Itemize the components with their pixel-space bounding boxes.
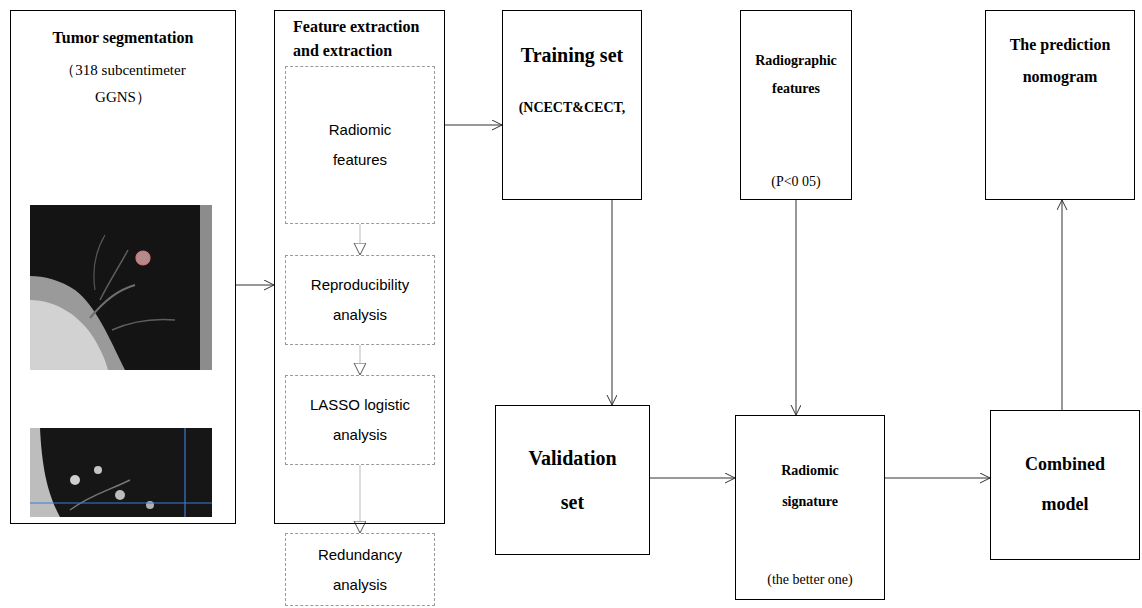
step-box: Radiomic features	[285, 66, 435, 224]
box-note: (P<0 05)	[771, 171, 821, 193]
box-heading: Validation set	[518, 436, 628, 524]
box-heading: Reproducibility analysis	[304, 270, 416, 330]
box-heading: Tumor segmentation	[53, 25, 194, 51]
ct-coronal-image	[30, 428, 212, 517]
box-note: (the better one)	[767, 569, 853, 591]
flow-arrow	[612, 200, 613, 405]
ct-axial-image	[30, 205, 212, 370]
box-heading: The prediction nomogram	[1000, 29, 1120, 93]
flow-arrow	[360, 224, 361, 255]
flow-arrow	[445, 125, 502, 126]
flow-arrow	[360, 465, 361, 533]
group-box: Feature extraction and extractionRadiomi…	[274, 10, 445, 524]
flow-arrow	[360, 345, 361, 375]
box-heading: Radiographic features	[747, 47, 845, 103]
step-box: LASSO logistic analysis	[285, 375, 435, 465]
step-box: Redundancy analysis	[285, 533, 435, 606]
flow-arrow	[650, 478, 735, 479]
process-box: Tumor segmentation （318 subcentimeter GGN…	[10, 10, 236, 524]
flow-arrow	[236, 285, 274, 286]
data-box: Training set (NCECT&CECT,	[502, 10, 642, 200]
model-box: Radiomic signature (the better one)	[735, 415, 885, 600]
box-heading: Training set	[521, 39, 623, 71]
flow-arrow	[1062, 200, 1063, 410]
box-heading: Combined model	[1010, 445, 1120, 524]
model-box: Combined model	[990, 410, 1140, 560]
box-heading: Feature extraction and extraction	[293, 15, 438, 63]
box-heading: Redundancy analysis	[304, 540, 416, 600]
box-heading: Radiomic features	[304, 115, 416, 175]
data-box: Radiographic features (P<0 05)	[740, 10, 852, 200]
data-box: Validation set	[495, 405, 650, 555]
box-heading: Radiomic signature	[760, 456, 860, 518]
box-heading: LASSO logistic analysis	[304, 390, 416, 450]
flow-arrow	[796, 200, 797, 415]
flow-arrow	[885, 478, 990, 479]
output-box: The prediction nomogram	[985, 10, 1135, 200]
step-box: Reproducibility analysis	[285, 255, 435, 345]
box-note: (NCECT&CECT,	[519, 97, 626, 119]
box-note: （318 subcentimeter GGNS）	[41, 57, 206, 111]
